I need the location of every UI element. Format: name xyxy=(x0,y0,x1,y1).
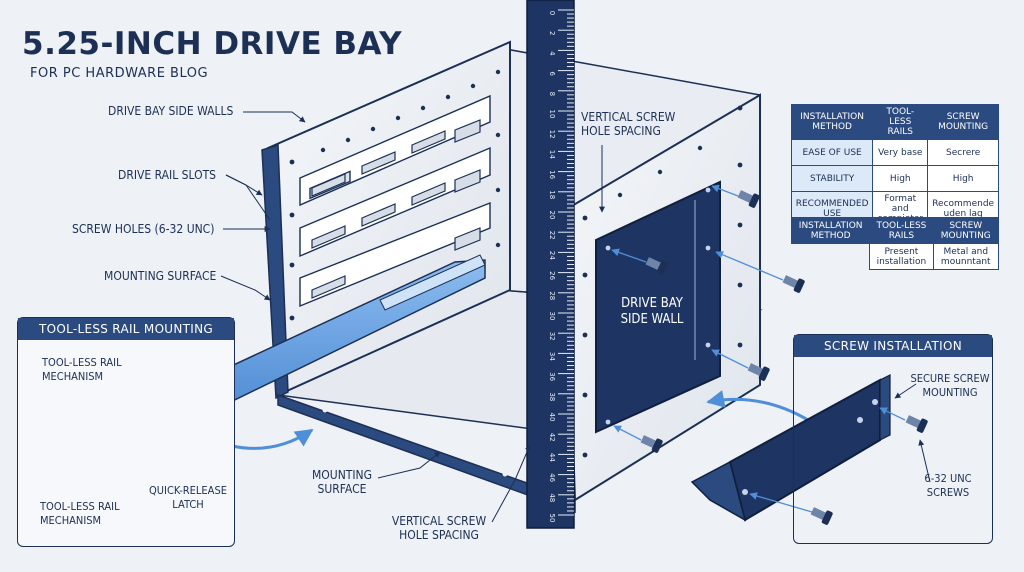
t1-row1-screw: High xyxy=(927,165,999,192)
ruler-label: 44 xyxy=(548,453,556,462)
callout-quick-release-latch: QUICK-RELEASE LATCH xyxy=(149,484,227,511)
ruler-label: 4 xyxy=(548,51,556,56)
toolless-panel: TOOL-LESS RAIL MOUNTING xyxy=(17,317,235,547)
screw-holes-right-wall xyxy=(582,105,743,458)
comparison-table-1: INSTALLATION METHOD TOOL-LESS RAILS SCRE… xyxy=(790,104,999,227)
callout-vertical-spacing-top: VERTICAL SCREW HOLE SPACING xyxy=(581,110,676,138)
rail-slot-cutouts xyxy=(311,119,481,299)
ruler-ticks xyxy=(558,9,574,516)
t2-header-screw: SCREW MOUNTING xyxy=(932,217,1000,244)
t1-header-method: INSTALLATION METHOD xyxy=(790,104,874,140)
t2-row0-toolless: Present installation xyxy=(869,243,934,270)
ruler-label: 42 xyxy=(548,433,556,442)
ruler-label: 32 xyxy=(548,332,556,341)
ruler-label: 18 xyxy=(548,190,556,199)
ruler-label: 36 xyxy=(548,372,556,381)
callout-toolless-mechanism-bottom: TOOL-LESS RAIL MECHANISM xyxy=(40,500,120,527)
callout-mounting-surface-bottom: MOUNTING SURFACE xyxy=(311,468,372,496)
page-subtitle: FOR PC HARDWARE BLOG xyxy=(30,66,209,81)
ruler-label: 22 xyxy=(548,231,556,240)
ruler-label: 0 xyxy=(548,11,556,15)
screw-installation-panel: SCREW INSTALLATION xyxy=(793,334,993,544)
bracket-illustration xyxy=(690,374,931,525)
ruler-label: 50 xyxy=(548,514,556,523)
ruler-label: 28 xyxy=(548,291,556,300)
ruler-label: 12 xyxy=(548,130,556,139)
rail-insert-arrow xyxy=(231,428,314,450)
t2-header-method: INSTALLATION METHOD xyxy=(790,217,871,244)
ruler-label: 48 xyxy=(548,493,556,502)
screw-panel-header: SCREW INSTALLATION xyxy=(794,335,992,357)
callout-secure-screw: SECURE SCREW MOUNTING xyxy=(910,372,990,399)
t1-row1-label: STABILITY xyxy=(790,165,874,192)
t1-row1-toolless: High xyxy=(872,165,929,192)
page-title: 5.25-INCH DRIVE BAY xyxy=(22,26,403,62)
ruler-label: 6 xyxy=(548,71,556,76)
t1-header-screw: SCREW MOUNTING xyxy=(927,104,999,140)
t2-row0-label xyxy=(792,244,870,270)
ruler-labels: 0246810121416182022242628303234363840424… xyxy=(548,11,556,523)
ruler-label: 10 xyxy=(548,110,556,119)
t1-header-toolless: TOOL-LESS RAILS xyxy=(872,104,929,140)
ruler-label: 38 xyxy=(548,392,556,401)
ruler-label: 40 xyxy=(548,413,556,422)
callout-mounting-surface-left: MOUNTING SURFACE xyxy=(104,269,217,283)
bracket-insert-arrow xyxy=(706,390,809,422)
t2-row0-screw: Metal and mounntant xyxy=(932,243,1000,270)
callout-screw-holes: SCREW HOLES (6-32 UNC) xyxy=(72,222,215,236)
callout-vertical-spacing-bottom: VERTICAL SCREW HOLE SPACING xyxy=(391,514,487,542)
callout-rail-slots: DRIVE RAIL SLOTS xyxy=(118,168,217,182)
callout-toolless-mechanism-top: TOOL-LESS RAIL MECHANISM xyxy=(42,356,122,383)
ruler-label: 30 xyxy=(548,312,556,321)
measurement-ruler: 0246810121416182022242628303234363840424… xyxy=(526,0,575,529)
ruler-label: 34 xyxy=(548,352,556,361)
ruler-label: 26 xyxy=(548,271,556,280)
toolless-panel-header: TOOL-LESS RAIL MOUNTING xyxy=(18,318,234,340)
ruler-label: 20 xyxy=(548,211,556,220)
plate-holes xyxy=(605,187,711,425)
ruler-label: 46 xyxy=(548,473,556,482)
callout-side-walls: DRIVE BAY SIDE WALLS xyxy=(108,104,234,118)
ruler-label: 14 xyxy=(548,150,556,159)
drive-rail-slots xyxy=(299,94,491,308)
mounting-screws-right xyxy=(640,190,805,453)
t1-row0-screw: Secrere xyxy=(927,139,999,166)
ruler-label: 2 xyxy=(548,31,556,35)
ruler-label: 8 xyxy=(548,92,556,96)
comparison-table-2: INSTALLATION METHOD TOOL-LESS RAILS SCRE… xyxy=(790,217,1000,270)
t1-row0-toolless: Very base xyxy=(872,139,929,166)
callout-6-32-screws: 6-32 UNC SCREWS xyxy=(924,472,972,499)
t1-row0-label: EASE OF USE xyxy=(790,139,874,166)
screw-holes-left-wall xyxy=(289,69,501,321)
ruler-label: 24 xyxy=(548,251,556,260)
screw-insertion-arrows xyxy=(611,184,784,441)
side-wall-label: DRIVE BAY SIDE WALL xyxy=(620,296,684,327)
screw-holes-bottom xyxy=(322,407,508,477)
drive-bay-side-wall-plate xyxy=(595,180,721,434)
ruler-label: 16 xyxy=(548,170,556,179)
t2-header-toolless: TOOL-LESS RAILS xyxy=(869,217,934,244)
